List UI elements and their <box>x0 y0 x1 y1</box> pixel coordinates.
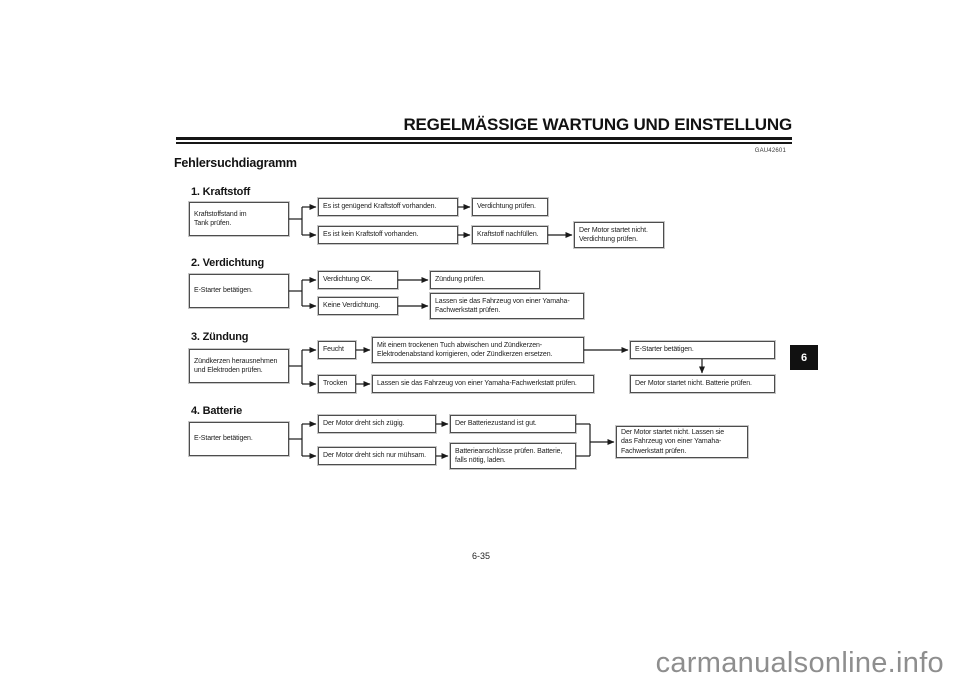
flow-box-engine-turns-slowly: Der Motor dreht sich nur mühsam. <box>318 447 436 465</box>
heading-batterie: 4. Batterie <box>191 405 242 417</box>
flow-box-wipe-dry-adjust-gap: Mit einem trockenen Tuch abwischen und Z… <box>372 337 584 363</box>
heading-zuendung: 3. Zündung <box>191 331 249 343</box>
flow-box-check-compression-1: Verdichtung prüfen. <box>472 198 548 216</box>
flow-box-engine-turns-quickly: Der Motor dreht sich zügig. <box>318 415 436 433</box>
flow-box-engine-no-start-compression: Der Motor startet nicht. Verdichtung prü… <box>574 222 664 248</box>
page-title: REGELMÄSSIGE WARTUNG UND EINSTELLUNG <box>403 115 792 134</box>
flow-box-use-starter-3: E-Starter betätigen. <box>189 422 289 456</box>
flow-box-yamaha-dealer-2: Lassen sie das Fahrzeug von einer Yamaha… <box>372 375 594 393</box>
flow-box-check-ignition: Zündung prüfen. <box>430 271 540 289</box>
doc-code: GAU42601 <box>754 148 786 154</box>
flow-box-use-starter-2: E-Starter betätigen. <box>630 341 775 359</box>
watermark: carmanualsonline.info <box>655 647 944 678</box>
flow-box-compression-ok: Verdichtung OK. <box>318 271 398 289</box>
heading-verdichtung: 2. Verdichtung <box>191 257 264 269</box>
header-double-rule <box>176 137 792 144</box>
flow-box-remove-spark-plugs: Zündkerzen herausnehmen und Elektroden p… <box>189 349 289 383</box>
flow-box-dry: Trocken <box>318 375 356 393</box>
flow-box-check-battery-leads: Batterieanschlüsse prüfen. Batterie, fal… <box>450 443 576 469</box>
section-title: Fehlersuchdiagramm <box>174 156 297 170</box>
flow-box-check-fuel-level: Kraftstoffstand im Tank prüfen. <box>189 202 289 236</box>
flow-box-engine-no-start-battery: Der Motor startet nicht. Batterie prüfen… <box>630 375 775 393</box>
flow-box-refill-fuel: Kraftstoff nachfüllen. <box>472 226 548 244</box>
heading-kraftstoff: 1. Kraftstoff <box>191 186 251 198</box>
flow-box-use-starter-1: E-Starter betätigen. <box>189 274 289 308</box>
flow-box-no-compression: Keine Verdichtung. <box>318 297 398 315</box>
flow-box-yamaha-dealer-1: Lassen sie das Fahrzeug von einer Yamaha… <box>430 293 584 319</box>
flow-box-battery-good: Der Batteriezustand ist gut. <box>450 415 576 433</box>
flow-box-no-fuel: Es ist kein Kraftstoff vorhanden. <box>318 226 458 244</box>
chapter-tab: 6 <box>790 345 818 370</box>
flow-box-fuel-sufficient: Es ist genügend Kraftstoff vorhanden. <box>318 198 458 216</box>
page-number: 6-35 <box>471 551 490 561</box>
flow-box-wet: Feucht <box>318 341 356 359</box>
flow-box-engine-no-start-dealer: Der Motor startet nicht. Lassen sie das … <box>616 426 748 458</box>
